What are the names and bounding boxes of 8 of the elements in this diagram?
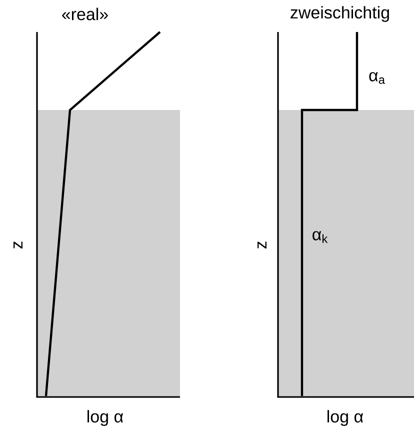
panel-title: «real»: [62, 8, 108, 20]
curve-label: α$_{a}$: [369, 72, 385, 84]
axis-label: log α: [88, 410, 124, 426]
axis-label: z: [258, 242, 266, 249]
curve-label: α$_{k}$: [312, 231, 328, 243]
axis-label: z: [14, 242, 22, 249]
panel-title: zweischichtig: [290, 6, 389, 22]
axis-label: log α: [328, 410, 364, 426]
